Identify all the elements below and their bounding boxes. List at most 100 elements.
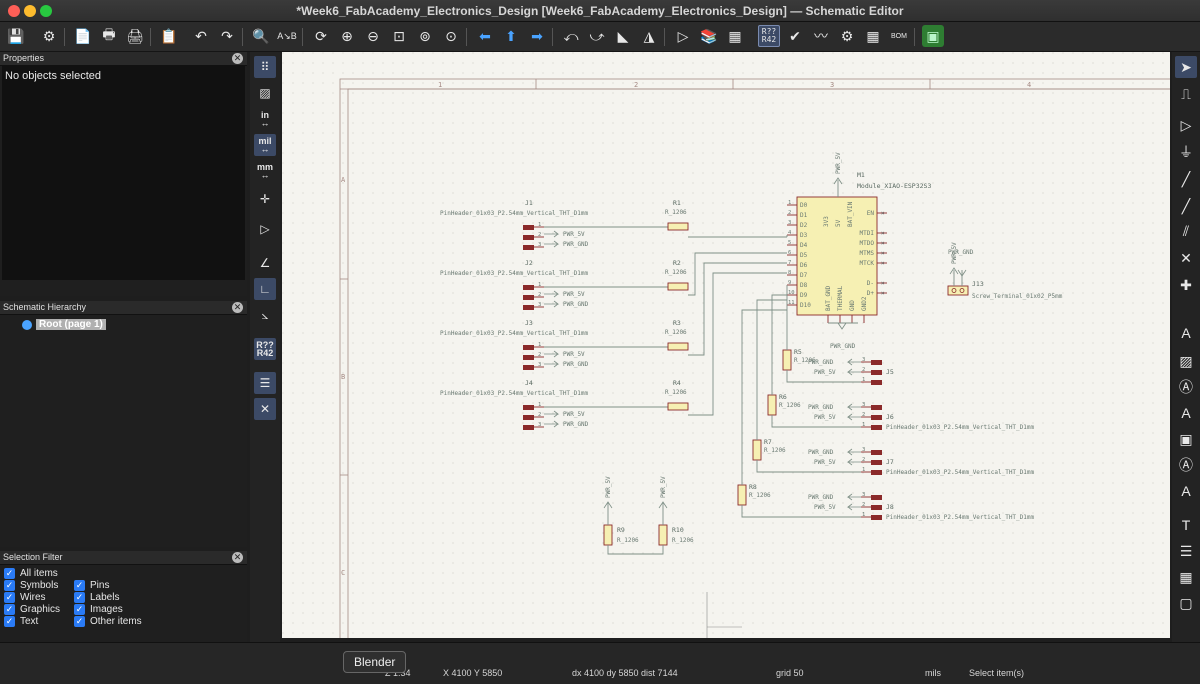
mcu-pin-name: 5V <box>835 219 842 227</box>
grid-dots-icon[interactable]: ⠿ <box>254 56 276 78</box>
power-label: PWR_5V <box>563 351 585 358</box>
zoom-out-icon[interactable]: ⊖ <box>367 27 379 44</box>
add-no-connect-icon[interactable]: ✕ <box>1180 249 1192 266</box>
bom-icon[interactable]: BOM <box>891 32 907 40</box>
add-bus-icon[interactable]: ╱ <box>1181 197 1191 214</box>
add-textbox-icon[interactable]: ☰ <box>1179 542 1193 559</box>
add-junction-icon[interactable]: ✚ <box>1180 276 1192 293</box>
add-sheet-pin-icon[interactable]: Ⓐ <box>1179 457 1193 473</box>
filter-text[interactable]: ✓Text <box>4 616 39 627</box>
mcu-pin-name: D7 <box>800 272 808 279</box>
zoom-objects-icon[interactable]: ⊚ <box>419 27 431 44</box>
footprint-browser-icon[interactable]: ▦ <box>728 27 742 44</box>
zoom-in-icon[interactable]: ⊕ <box>341 27 353 44</box>
simulator-icon[interactable]: 〰 <box>814 28 828 44</box>
navigate-back-icon[interactable]: ⬅ <box>479 27 491 44</box>
add-power-icon[interactable]: ⏚ <box>1179 144 1193 160</box>
line-mode-90-icon[interactable]: ∟ <box>254 278 276 300</box>
header-pin-pad <box>871 515 882 520</box>
add-net-label-icon[interactable]: A <box>1181 325 1191 341</box>
schematic-drawing[interactable]: 1 2 3 4 A B C M1Module_XIAO-ESP32S3PWR_5… <box>282 52 1170 638</box>
zoom-selection-icon[interactable]: ⊙ <box>445 27 457 44</box>
units-mm-button[interactable]: mm↔ <box>256 162 273 180</box>
annotate-icon[interactable]: R??R42 <box>758 25 780 47</box>
properties-toggle-icon[interactable]: ✕ <box>254 398 276 420</box>
highlight-net-icon[interactable]: ⎍ <box>1181 85 1191 102</box>
print-icon[interactable]: 🖶 <box>102 26 116 42</box>
close-icon[interactable]: ✕ <box>232 53 243 64</box>
navigate-forward-icon[interactable]: ➡ <box>531 27 543 44</box>
filter-symbols[interactable]: ✓Symbols <box>4 580 59 591</box>
grid-overrides-icon[interactable]: ▨ <box>259 86 271 100</box>
header-pin-pad <box>523 295 534 300</box>
redo-icon[interactable]: ↷ <box>221 27 233 44</box>
line-mode-free-icon[interactable]: ∠ <box>259 256 271 270</box>
maximize-window-button[interactable] <box>40 5 52 17</box>
row-label: A <box>341 176 346 184</box>
row-label: C <box>341 569 345 577</box>
schematic-setup-icon[interactable]: ⚙ <box>42 27 56 44</box>
header-pin-number: 1 <box>862 377 865 383</box>
assign-footprints-icon[interactable]: ⚙ <box>840 27 854 44</box>
import-sheet-icon[interactable]: ▣ <box>1179 430 1193 447</box>
show-hidden-pins-icon[interactable]: ▷ <box>260 222 270 236</box>
mirror-horizontal-icon[interactable]: ◮ <box>643 27 655 44</box>
find-replace-icon[interactable]: A↘B <box>277 30 297 41</box>
mirror-vertical-icon[interactable]: ◣ <box>617 27 629 44</box>
annotate-side-icon[interactable]: R??R42 <box>254 338 276 360</box>
close-window-button[interactable] <box>8 5 20 17</box>
add-bus-entry-icon[interactable]: ⫽ <box>1182 222 1190 239</box>
add-global-label-icon[interactable]: A <box>1181 405 1191 421</box>
screw-ref: J13 <box>972 280 984 288</box>
header-pin-pad <box>523 225 534 230</box>
symbol-library-browser-icon[interactable]: 📚 <box>700 27 718 44</box>
edit-fields-table-icon[interactable]: ▦ <box>866 27 880 44</box>
undo-icon[interactable]: ↶ <box>195 27 207 44</box>
refresh-icon[interactable]: ⟳ <box>315 27 327 44</box>
navigate-up-icon[interactable]: ⬆ <box>505 27 517 44</box>
units-mils-button[interactable]: mil↔ <box>254 134 276 156</box>
filter-graphics[interactable]: ✓Graphics <box>4 604 61 615</box>
filter-labels[interactable]: ✓Labels <box>74 592 120 603</box>
hierarchy-navigator-icon[interactable]: ☰ <box>254 372 276 394</box>
page-settings-icon[interactable]: 📄 <box>74 27 92 44</box>
resistor-body <box>737 484 747 506</box>
cursor-crosshair-icon[interactable]: ✛ <box>259 192 271 206</box>
units-inches-button[interactable]: in↔ <box>260 110 270 128</box>
open-pcb-editor-icon[interactable]: ▣ <box>922 25 944 47</box>
add-table-icon[interactable]: ▦ <box>1179 568 1193 585</box>
hierarchy-root-item[interactable]: Root (page 1) <box>0 315 247 334</box>
select-tool-icon[interactable]: ➤ <box>1175 56 1197 78</box>
minimize-window-button[interactable] <box>24 5 36 17</box>
line-mode-45-icon[interactable]: ⦣ <box>261 307 269 322</box>
add-text-box-icon[interactable]: A <box>1181 483 1191 499</box>
filter-pins[interactable]: ✓Pins <box>74 580 110 591</box>
paste-icon[interactable]: 📋 <box>160 27 178 44</box>
plot-icon[interactable]: 🖨 <box>126 27 144 44</box>
find-icon[interactable]: 🔍 <box>252 27 270 44</box>
filter-images[interactable]: ✓Images <box>74 604 123 615</box>
rotate-cw-icon[interactable]: ⤻ <box>589 27 605 44</box>
close-icon[interactable]: ✕ <box>232 552 243 563</box>
close-icon[interactable]: ✕ <box>232 302 243 313</box>
add-sheet-icon[interactable]: ▨ <box>1179 352 1193 369</box>
add-text-icon[interactable]: T <box>1181 517 1191 533</box>
rotate-ccw-icon[interactable]: ⤺ <box>563 27 579 44</box>
add-image-icon[interactable]: ▢ <box>1179 594 1193 611</box>
symbol-editor-icon[interactable]: ▷ <box>677 27 689 44</box>
header-pin-number: 3 <box>538 362 541 368</box>
filter-all-items[interactable]: ✓All items <box>4 568 58 579</box>
delta-readout: dx 4100 dy 5850 dist 7144 <box>572 668 678 678</box>
erc-icon[interactable]: ✔ <box>789 27 801 44</box>
add-wire-icon[interactable]: ╱ <box>1181 170 1191 187</box>
mcu-pin-number: 2 <box>788 210 791 216</box>
filter-other-items[interactable]: ✓Other items <box>74 616 142 627</box>
add-symbol-icon[interactable]: ▷ <box>1180 116 1192 133</box>
add-hierarchical-label-icon[interactable]: Ⓐ <box>1179 379 1193 395</box>
window-title: *Week6_FabAcademy_Electronics_Design [We… <box>296 4 904 18</box>
zoom-fit-icon[interactable]: ⊡ <box>393 27 405 44</box>
save-icon[interactable]: 💾 <box>7 27 25 44</box>
filter-wires[interactable]: ✓Wires <box>4 592 46 603</box>
resistor-value: R_1206 <box>665 269 687 276</box>
